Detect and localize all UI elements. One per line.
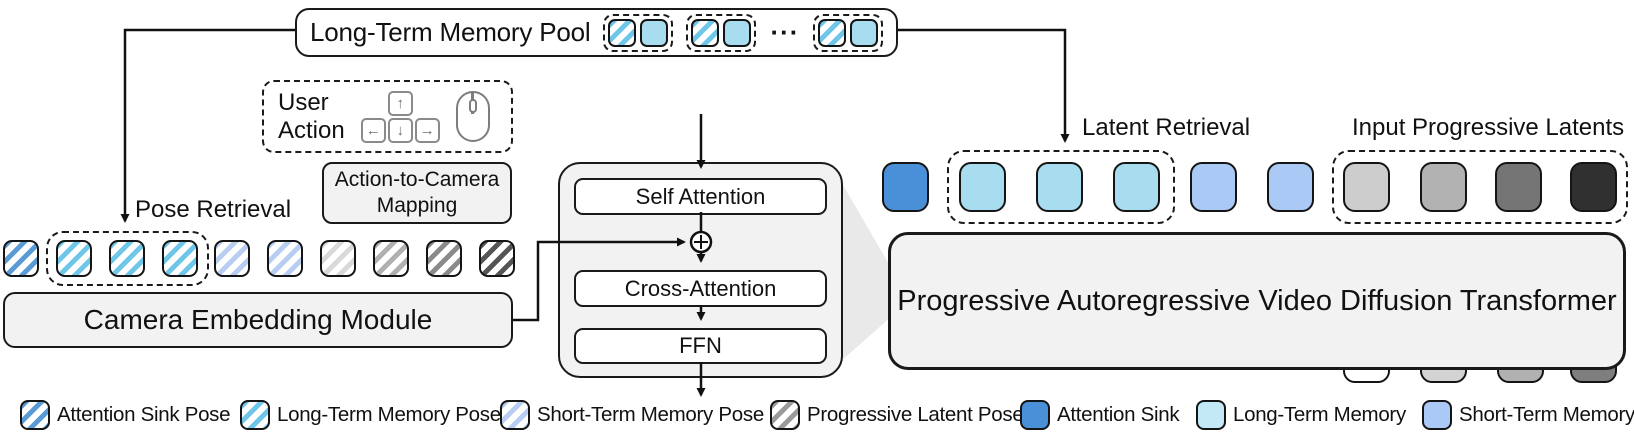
- long-term-memory-square: [850, 18, 879, 47]
- progressive-latent-square: [1495, 162, 1542, 212]
- legend-item: Attention Sink Pose: [20, 400, 231, 430]
- legend-label: Long-Term Memory: [1233, 403, 1406, 426]
- short-term-memory-latent-square: [1267, 162, 1314, 212]
- short-term-memory-pose-square: [214, 240, 250, 277]
- input-progressive-latents-label: Input Progressive Latents: [1352, 114, 1625, 141]
- legend-label: Short-Term Memory Pose: [537, 403, 764, 426]
- user-action-box: User Action ↑ ← ↓ →: [262, 80, 513, 153]
- latent-retrieval-label: Latent Retrieval: [1082, 114, 1251, 141]
- attention-sink-swatch: [1020, 400, 1050, 430]
- short-term-memory-latent-square: [1190, 162, 1237, 212]
- arrow-key-up-icon: ↑: [387, 90, 413, 116]
- action-mapping-line2: Mapping: [376, 194, 458, 217]
- long-term-memory-pose-square: [109, 240, 145, 277]
- cross-attention-box: Cross-Attention: [574, 270, 827, 307]
- legend-item: Long-Term Memory: [1196, 400, 1406, 430]
- legend-item: Progressive Latent Pose: [770, 400, 1024, 430]
- attention-block: Self Attention Cross-Attention FFN: [558, 162, 843, 378]
- progressive-latent-square: [1570, 162, 1617, 212]
- memory-pair-n: [813, 13, 884, 52]
- long-term-memory-pose-square: [691, 18, 720, 47]
- user-action-label: User Action: [278, 89, 345, 144]
- ffn-box: FFN: [574, 328, 827, 364]
- attention-sink-pose-swatch: [20, 400, 50, 430]
- progressive-latent-pose-swatch: [770, 400, 800, 430]
- long-term-memory-swatch: [1196, 400, 1226, 430]
- progressive-latent-square: [1420, 162, 1467, 212]
- arrow-pool-to-latent-retrieval: [898, 28, 1070, 143]
- long-term-memory-pool-box: Long-Term Memory Pool ···: [295, 8, 898, 57]
- short-term-memory-pose-square: [267, 240, 303, 277]
- action-mapping-line1: Action-to-Camera: [334, 167, 500, 191]
- short-term-memory-swatch: [1422, 400, 1452, 430]
- latent-retrieval-group: [947, 150, 1175, 224]
- long-term-memory-pool-title: Long-Term Memory Pool: [310, 17, 591, 47]
- legend-label: Short-Term Memory: [1459, 403, 1634, 426]
- attention-sink-pose-square: [3, 240, 39, 277]
- arrow-key-right-icon: →: [414, 117, 440, 143]
- progressive-latent-pose-square: [320, 240, 356, 277]
- long-term-memory-pose-square: [608, 18, 637, 47]
- memory-pair-1: [603, 13, 674, 52]
- pose-retrieval-label: Pose Retrieval: [135, 196, 292, 223]
- progressive-latent-pose-square: [373, 240, 409, 277]
- video-diffusion-transformer-box: Progressive Autoregressive Video Diffusi…: [888, 232, 1626, 370]
- user-action-line1: User: [278, 88, 329, 116]
- camera-embedding-module-box: Camera Embedding Module: [3, 292, 513, 348]
- legend-item: Long-Term Memory Pose: [240, 400, 501, 430]
- legend-label: Attention Sink: [1057, 403, 1180, 426]
- mouse-wheel: [468, 99, 477, 113]
- progressive-latent-pose-square: [426, 240, 462, 277]
- short-term-memory-pose-swatch: [500, 400, 530, 430]
- long-term-memory-latent-square: [1036, 162, 1083, 212]
- legend-label: Progressive Latent Pose: [807, 403, 1024, 426]
- mouse-icon: [455, 91, 490, 142]
- long-term-memory-pose-swatch: [240, 400, 270, 430]
- legend-label: Long-Term Memory Pose: [277, 403, 501, 426]
- long-term-memory-square: [640, 18, 669, 47]
- legend-item: Short-Term Memory: [1422, 400, 1634, 430]
- long-term-memory-latent-square: [959, 162, 1006, 212]
- arrow-keys-icon: ↑ ← ↓ →: [360, 90, 440, 143]
- arrow-key-left-icon: ←: [360, 117, 386, 143]
- legend-item: Short-Term Memory Pose: [500, 400, 764, 430]
- pose-retrieval-group: [46, 231, 209, 286]
- action-to-camera-mapping-box: Action-to-Camera Mapping: [322, 162, 512, 224]
- long-term-memory-latent-square: [1113, 162, 1160, 212]
- progressive-latent-square: [1343, 162, 1390, 212]
- input-progressive-latents-group: [1332, 150, 1628, 224]
- self-attention-box: Self Attention: [574, 178, 827, 215]
- attention-sink-latent-square: [882, 162, 929, 212]
- arrow-key-down-icon: ↓: [387, 117, 413, 143]
- legend-item: Attention Sink: [1020, 400, 1180, 430]
- long-term-memory-square: [723, 18, 752, 47]
- user-action-line2: Action: [278, 116, 345, 144]
- ellipsis: ···: [770, 17, 800, 47]
- memory-pair-2: [686, 13, 757, 52]
- legend-label: Attention Sink Pose: [57, 403, 231, 426]
- long-term-memory-pose-square: [818, 18, 847, 47]
- progressive-latent-pose-square: [479, 240, 515, 277]
